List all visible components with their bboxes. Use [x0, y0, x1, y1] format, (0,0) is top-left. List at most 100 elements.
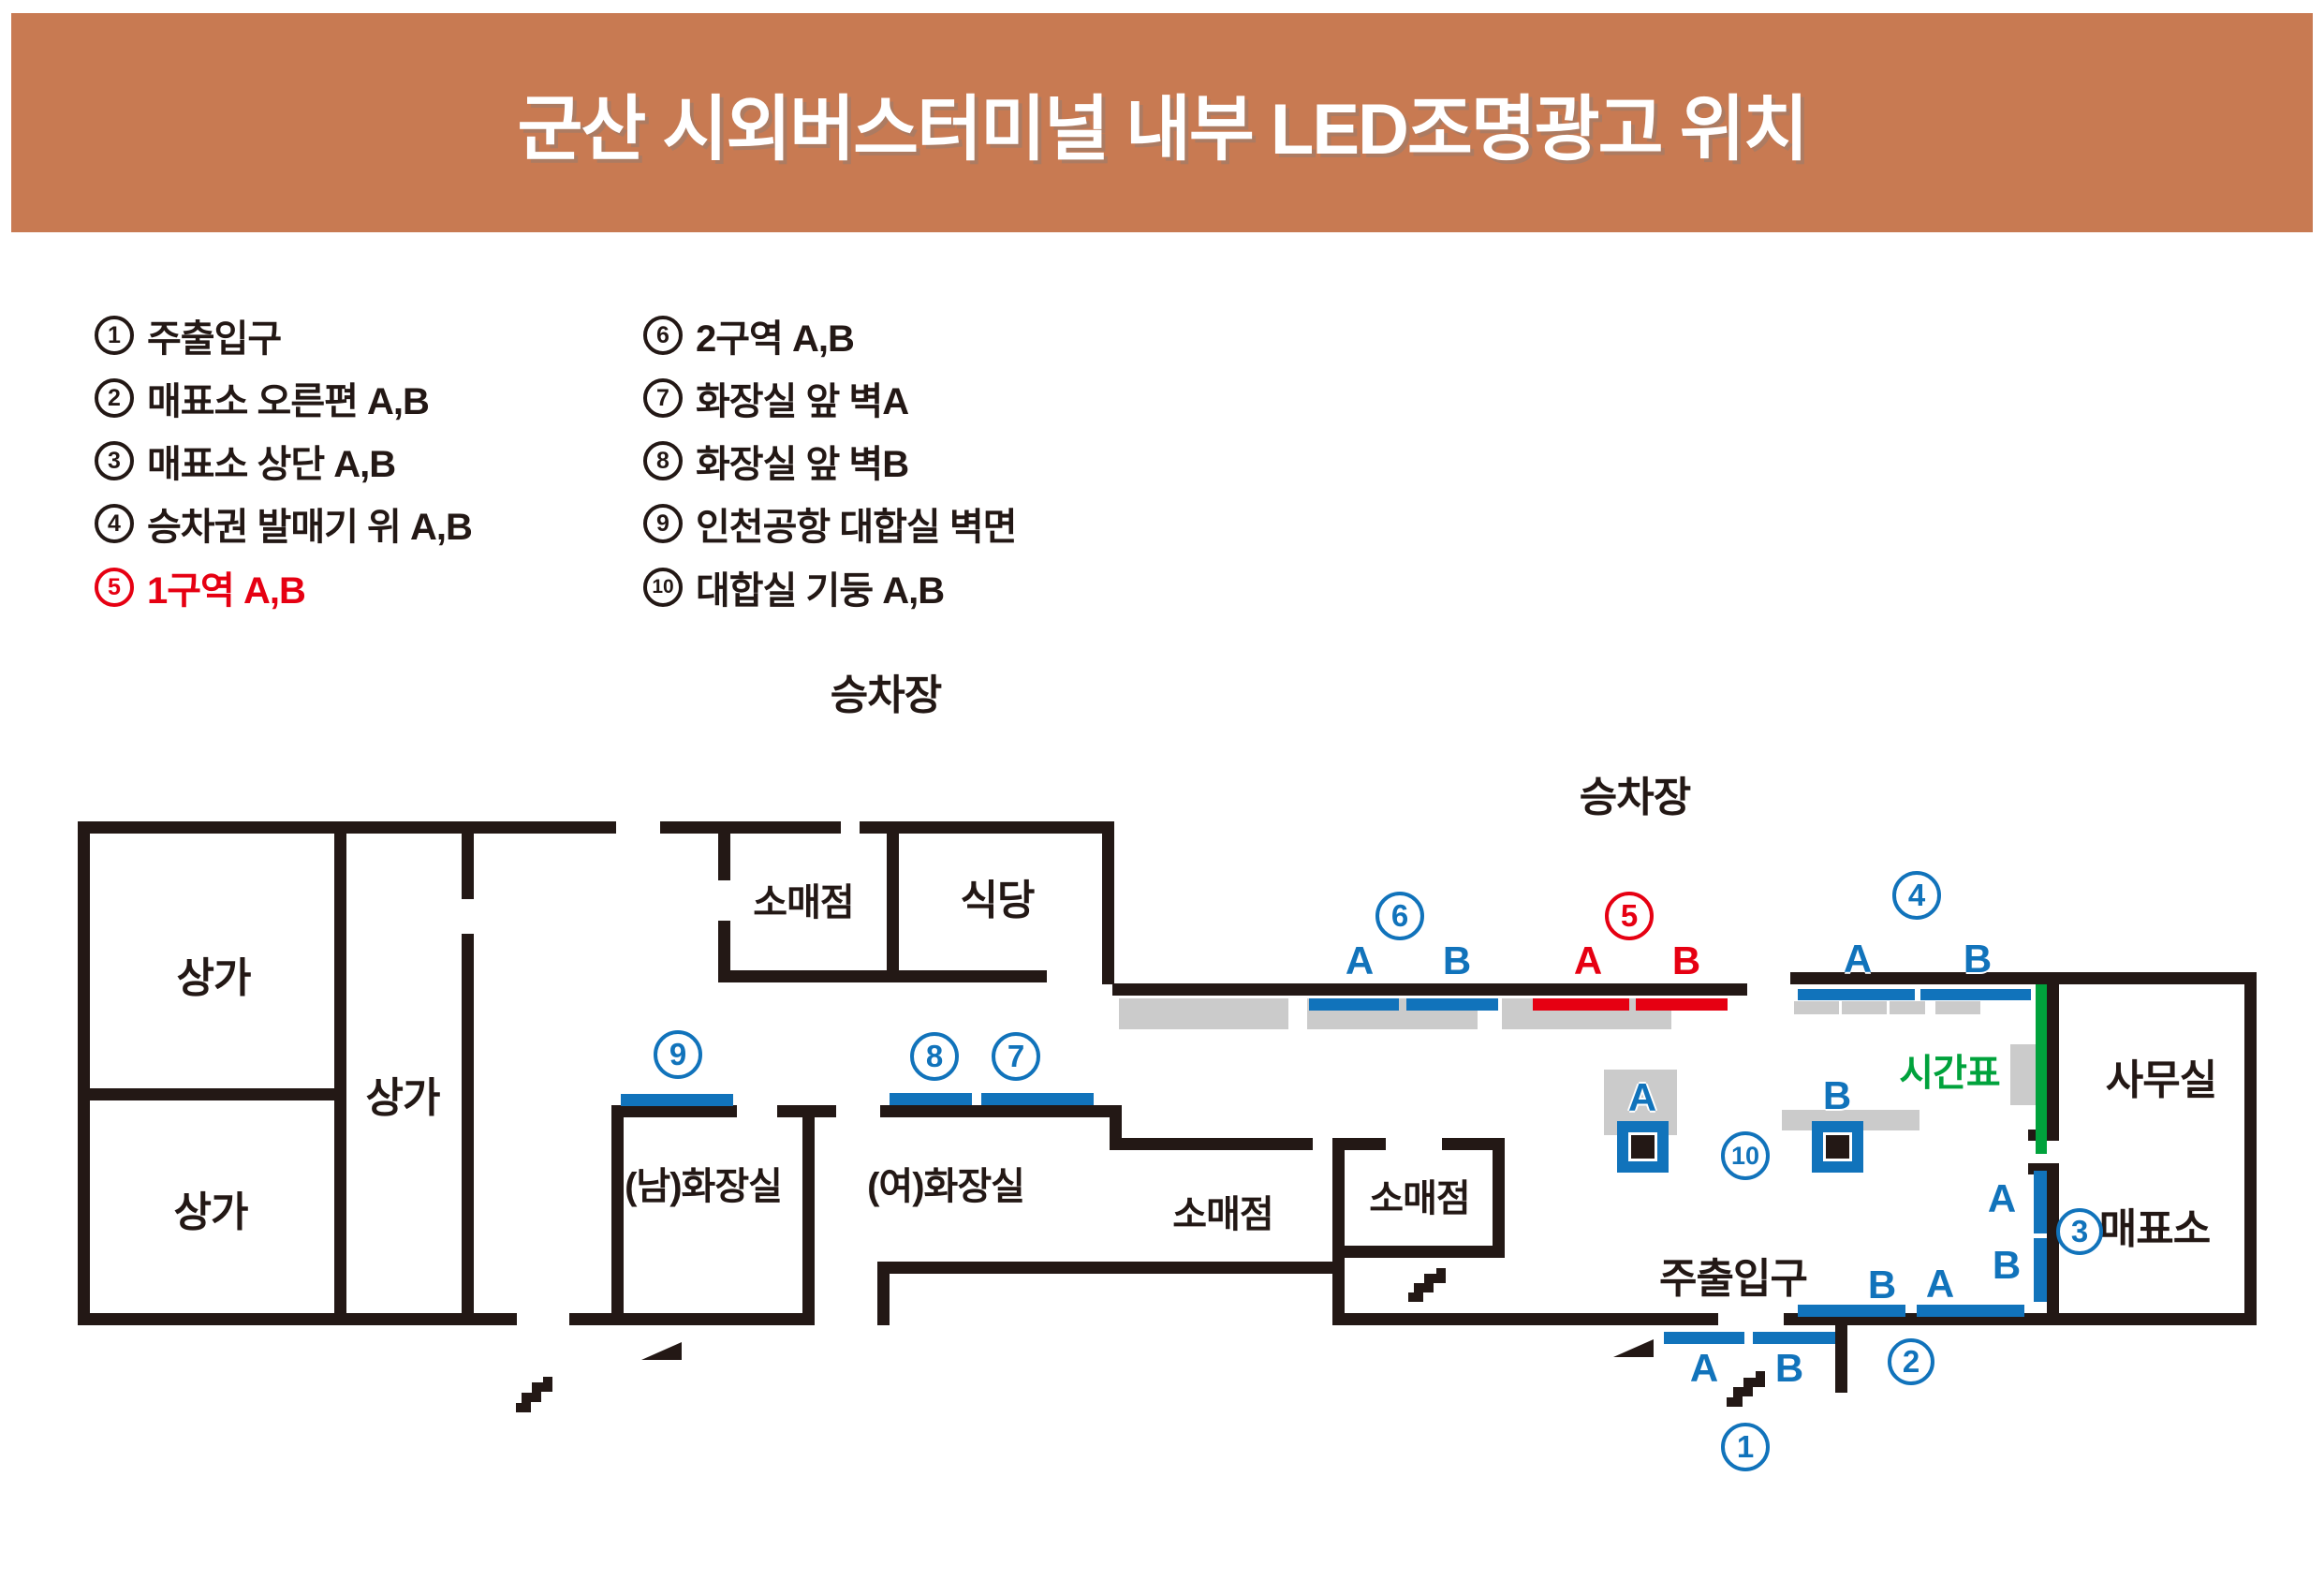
- bottom-outer-wall-b: [569, 1313, 815, 1325]
- map-marker-3: 3: [2056, 1208, 2103, 1255]
- door-wedge-icon-entrance: [1613, 1339, 1654, 1357]
- toilet-men-left-wall: [611, 1105, 624, 1325]
- map-marker-8: 8: [910, 1032, 959, 1081]
- room-label-retail-upper: 소매점: [753, 882, 854, 923]
- retail-upper-left-wall-b: [718, 921, 730, 970]
- retail-upper-bottom-wall: [718, 970, 908, 982]
- legend-item-5: 5 1구역 A,B: [95, 568, 306, 612]
- map-marker-1: 1: [1721, 1423, 1770, 1471]
- top-outer-wall-a: [78, 821, 616, 834]
- legend-circle-10: 10: [643, 568, 683, 607]
- timetable-green-bar: [2036, 984, 2047, 1154]
- retail-right-top-wall-a: [1345, 1138, 1386, 1150]
- stairs-icon-entrance: [1727, 1371, 1765, 1407]
- legend-label-9: 인천공항 대합실 벽면: [696, 507, 1017, 548]
- corridor-wall-b: [462, 934, 474, 1313]
- right-outer-wall: [2244, 972, 2257, 1325]
- legend-circle-7: 7: [643, 378, 683, 418]
- ticket-machine-gray-3: [1890, 1001, 1925, 1014]
- legend-circle-2: 2: [95, 378, 134, 418]
- top-outer-wall-b: [660, 821, 841, 834]
- hall-pillar-a-core: [1631, 1135, 1655, 1159]
- hall-pillar-b: [1812, 1121, 1863, 1173]
- legend-item-3: 3 매표소 상단 A,B: [95, 441, 396, 485]
- entrance-letter-a: A: [1689, 1346, 1719, 1390]
- ticket-top-letter-b: B: [1992, 1243, 2022, 1287]
- legend-item-4: 4 승차권 발매기 위 A,B: [95, 504, 473, 548]
- legend-label-4: 승차권 발매기 위 A,B: [147, 507, 473, 548]
- ad-bar-5a: [1533, 998, 1629, 1011]
- legend-item-2: 2 매표소 오른편 A,B: [95, 378, 430, 422]
- toilet-women-top-wall: [880, 1105, 1112, 1117]
- legend-circle-3: 3: [95, 441, 134, 480]
- platform-label-right: 승차장: [1579, 775, 1691, 820]
- ticket-machine-gray-4: [1935, 1001, 1980, 1014]
- hall-bottom-wall-left: [1332, 1313, 1718, 1325]
- map-marker-9: 9: [654, 1030, 702, 1079]
- legend-item-8: 8 화장실 앞 벽B: [643, 441, 909, 485]
- room-label-shop-bottom: 상가: [173, 1189, 249, 1235]
- map-marker-4: 4: [1892, 871, 1941, 920]
- room-label-retail-center: 소매점: [1172, 1194, 1273, 1235]
- ticket-machine-gray-2: [1842, 1001, 1887, 1014]
- map-marker-10: 10: [1721, 1131, 1770, 1180]
- ad-bar-9: [621, 1094, 733, 1106]
- legend-circle-9: 9: [643, 504, 683, 543]
- stairs-icon-center: [1408, 1268, 1446, 1302]
- left-outer-wall: [78, 821, 90, 1325]
- legend-circle-1: 1: [95, 316, 134, 355]
- ad-bar-2b: [1798, 1305, 1905, 1317]
- machine-letter-b: B: [1963, 937, 1993, 981]
- legend-circle-5: 5: [95, 568, 134, 607]
- zone2-letter-b: B: [1442, 938, 1472, 982]
- shop-middle-wall: [90, 1088, 334, 1100]
- office-wall-upper: [2047, 984, 2059, 1141]
- main-entrance-label: 주출입구: [1659, 1256, 1808, 1302]
- room-label-shop-mid: 상가: [365, 1075, 441, 1121]
- legend-label-3: 매표소 상단 A,B: [147, 444, 396, 485]
- retail-center-stub-wall: [1110, 1105, 1122, 1150]
- timetable-label: 시간표: [1899, 1053, 2000, 1094]
- retail-upper-left-wall-a: [718, 834, 730, 880]
- legend-item-1: 1 주출입구: [95, 316, 282, 360]
- ad-bar-6b: [1406, 998, 1498, 1011]
- pillar-letter-a: A: [1627, 1075, 1657, 1119]
- hall-pillar-a: [1617, 1121, 1669, 1173]
- legend-item-10: 10 대합실 기둥 A,B: [643, 568, 945, 612]
- legend-label-5: 1구역 A,B: [147, 570, 306, 612]
- ad-bar-4b: [1920, 989, 2031, 1000]
- toilet-divider-wall: [802, 1117, 815, 1325]
- legend-label-7: 화장실 앞 벽A: [696, 381, 909, 422]
- retail-center-top-wall: [1122, 1138, 1313, 1150]
- timetable-gray-block: [2010, 1044, 2039, 1105]
- ad-bar-2a: [1917, 1305, 2024, 1317]
- legend-circle-8: 8: [643, 441, 683, 480]
- retail-right-right-wall: [1493, 1138, 1505, 1258]
- ad-bar-3b: [2034, 1238, 2047, 1302]
- zone2-letter-a: A: [1345, 938, 1375, 982]
- legend-item-6: 6 2구역 A,B: [643, 316, 855, 360]
- header-banner: 군산 시외버스터미널 내부 LED조명광고 위치: [11, 13, 2313, 232]
- office-wall-lower: [2047, 1163, 2059, 1313]
- top-outer-wall-c: [860, 821, 1114, 834]
- shop-divider-wall: [334, 834, 346, 1313]
- bottom-outer-wall-a: [78, 1313, 517, 1325]
- ticket-top-letter-a: A: [1987, 1176, 2017, 1220]
- legend-circle-4: 4: [95, 504, 134, 543]
- corridor-wall-a: [462, 834, 474, 899]
- zone1-letter-a: A: [1573, 938, 1603, 982]
- legend-label-10: 대합실 기둥 A,B: [696, 570, 945, 612]
- map-marker-2: 2: [1888, 1338, 1934, 1385]
- legend-label-2: 매표소 오른편 A,B: [147, 381, 430, 422]
- legend-item-9: 9 인천공항 대합실 벽면: [643, 504, 1017, 548]
- room-label-toilet-women: (여)화장실: [867, 1166, 1025, 1207]
- hall-lower-connector-wall: [877, 1262, 890, 1325]
- ticket-side-letter-a: A: [1925, 1262, 1955, 1306]
- ad-bar-3a: [2034, 1171, 2047, 1233]
- ad-bar-8: [890, 1093, 972, 1105]
- restaurant-right-wall: [1102, 821, 1114, 984]
- page-title: 군산 시외버스터미널 내부 LED조명광고 위치: [517, 90, 1808, 170]
- ad-bar-1b: [1753, 1332, 1835, 1344]
- ad-bar-5b: [1636, 998, 1728, 1011]
